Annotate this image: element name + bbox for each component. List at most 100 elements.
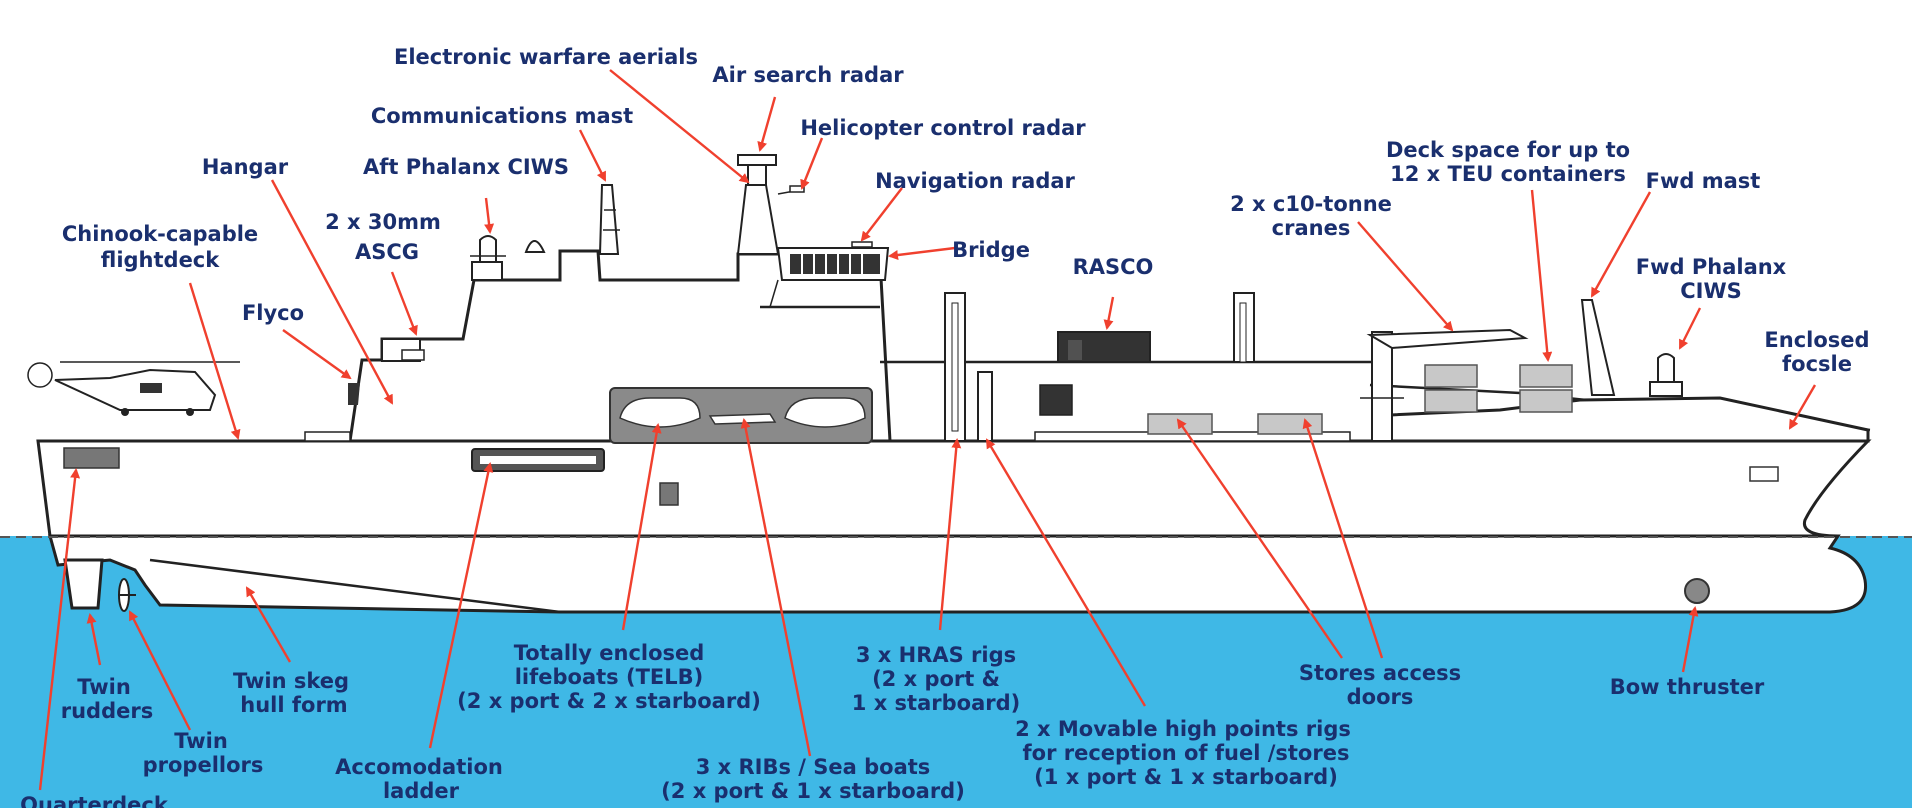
label-bridge: Bridge [952,238,1030,262]
sat-dome [524,240,546,253]
helicopter-icon [27,361,240,416]
arrow-quarterdeck [38,468,81,791]
label-hras-line2: (2 x port & [872,667,1000,691]
label-fwd-phalanx-line2: CIWS [1680,279,1742,303]
hull-underwater [48,534,1868,614]
arrow-fwd-mast [1590,191,1652,298]
stores-door-fwd [1257,413,1323,435]
label-aft-phalanx: Aft Phalanx CIWS [363,155,569,179]
arrow-stores-doors-2 [1302,418,1384,659]
label-cranes-line1: 2 x c10-tonne [1230,192,1392,216]
arrow-helicopter-control-radar [800,137,824,190]
label-hps-line1: 2 x Movable high points rigs [1015,717,1351,741]
label-communications-mast: Communications mast [371,104,633,128]
arrow-aft-phalanx [484,197,495,234]
label-electronic-warfare: Electronic warfare aerials [394,45,698,69]
arrow-hangar [270,179,394,405]
communications-mast-shape [598,184,620,255]
label-ascg-line2: ASCG [355,240,419,264]
label-twin-rudders-line2: rudders [61,699,153,723]
label-twin-skeg-line1: Twin skeg [233,669,349,693]
main-mast [736,184,780,255]
label-fwd-phalanx-line1: Fwd Phalanx [1636,255,1787,279]
label-chinook-line2: flightdeck [101,248,221,272]
flyco-window [348,383,360,405]
arrow-bridge [888,246,956,260]
label-deck-space-line2: 12 x TEU containers [1390,162,1626,186]
ascg-gun [381,338,425,362]
label-chinook-line1: Chinook-capable [62,222,258,246]
label-navigation-radar: Navigation radar [875,169,1075,193]
lifeboat-bay [609,387,873,444]
label-stores-doors-line1: Stores access [1299,661,1461,685]
arrow-ascg [390,271,418,336]
label-bow-thruster: Bow thruster [1610,675,1765,699]
label-hras-line1: 3 x HRAS rigs [856,643,1016,667]
callout-arrows [38,69,1817,791]
label-enclosed-focsle-line1: Enclosed [1764,328,1869,352]
label-air-search-radar: Air search radar [712,63,904,87]
label-quarterdeck: Quarterdeck [20,793,169,808]
bridge-structure [760,241,890,309]
arrow-enclosed-focsle [1788,384,1817,430]
label-telb-line3: (2 x port & 2 x starboard) [457,689,761,713]
label-twin-propellors-line2: propellors [143,753,264,777]
arrow-ribs [740,418,812,757]
label-cranes-line2: cranes [1272,216,1351,240]
twin-rudders-shape [63,558,104,610]
label-twin-propellors-line1: Twin [174,729,228,753]
label-flyco: Flyco [242,301,304,325]
fwd-phalanx-ciws [1649,353,1683,397]
label-ribs-line2: (2 x port & 1 x starboard) [661,779,965,803]
arrow-rasco [1103,296,1115,330]
arrow-chinook [188,282,241,440]
label-helicopter-control-radar: Helicopter control radar [800,116,1086,140]
arrow-navigation-radar [860,187,903,242]
davit [1039,384,1073,416]
arrow-communications-mast [578,129,607,182]
label-deck-space-line1: Deck space for up to [1386,138,1630,162]
label-stores-doors-line2: doors [1347,685,1414,709]
forecastle [1388,396,1870,443]
label-twin-skeg-line2: hull form [240,693,347,717]
bow-thruster-port [1684,578,1710,604]
arrow-flyco [282,329,352,380]
arrow-twin-propellors [128,610,192,731]
bow-window [1749,466,1779,482]
arrow-twin-skeg [245,586,292,663]
label-hangar: Hangar [202,155,289,179]
arrow-fwd-phalanx [1678,307,1702,350]
skeg-line [149,558,561,614]
label-hps-line2: for reception of fuel /stores [1023,741,1350,765]
arrow-twin-rudders [86,613,102,666]
propeller-icon [118,578,136,612]
air-search-radar-shape [737,154,777,166]
arrow-bow-thruster [1681,606,1699,673]
label-hras-line3: 1 x starboard) [852,691,1020,715]
arrow-stores-doors-1 [1176,418,1343,659]
label-accom-line1: Accomodation [335,755,503,779]
label-ribs-line1: 3 x RIBs / Sea boats [696,755,931,779]
quarterdeck-opening [63,447,120,469]
label-fwd-mast: Fwd mast [1646,169,1761,193]
aft-phalanx-ciws [470,235,506,281]
callout-labels: Electronic warfare aerials Air search ra… [20,45,1869,808]
arrow-cranes [1357,221,1454,332]
fwd-mast-shape [1580,299,1616,396]
arrow-accom-ladder [428,462,494,749]
label-rasco: RASCO [1073,255,1154,279]
arrow-electronic-warfare [609,69,750,184]
label-ascg-line1: 2 x 30mm [325,210,441,234]
label-telb-line2: lifeboats (TELB) [515,665,704,689]
crane-structure [1360,328,1529,442]
containers [1424,364,1573,413]
arrow-telb [621,423,662,631]
label-twin-rudders-line1: Twin [77,675,131,699]
arrow-air-search-radar [757,96,777,152]
arrow-hras-2 [985,438,1147,707]
arrow-deck-space [1530,189,1553,362]
label-telb-line1: Totally enclosed [514,641,705,665]
arrow-hras-1 [938,438,962,631]
